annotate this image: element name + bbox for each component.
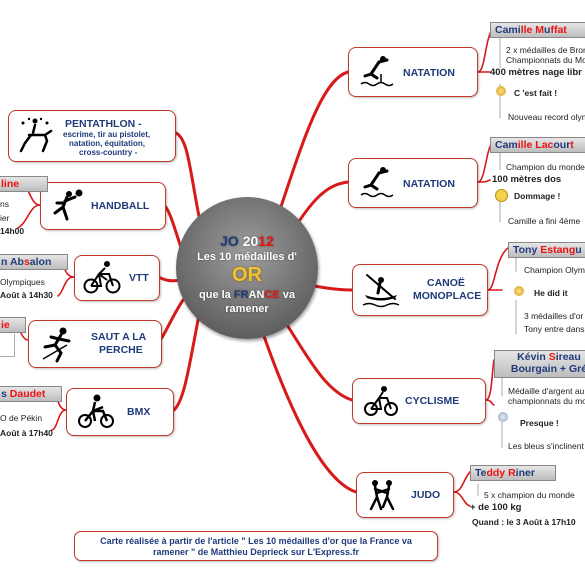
cyclisme-detail-2: championnats du mo bbox=[508, 396, 585, 406]
athlete-name-tony-estanguet[interactable]: Tony Estangu bbox=[508, 242, 585, 258]
canoe-note: Tony entre dans bbox=[524, 324, 585, 334]
node-vtt-title: VTT bbox=[129, 272, 149, 284]
handball-time: 14h00 bbox=[0, 226, 25, 236]
node-saut-title-1: SAUT A LA bbox=[91, 331, 147, 343]
natation1-detail-1: 2 x médailles de Bron bbox=[506, 45, 585, 55]
judo-date: Quand : le 3 Août à 17h10 bbox=[472, 517, 576, 527]
node-natation-1[interactable]: NATATION bbox=[348, 47, 478, 97]
bmx-detail-1: O de Pékin bbox=[0, 413, 43, 423]
center-line1: JO 2012 bbox=[220, 233, 274, 249]
natation1-detail-2: Championnats du Mo bbox=[506, 55, 585, 65]
center-line2: Les 10 médailles d' bbox=[197, 251, 297, 263]
node-canoe-monoplace[interactable]: CANOË MONOPLACE bbox=[352, 264, 488, 316]
handball-detail-1: ns bbox=[0, 199, 9, 209]
node-judo[interactable]: JUDO bbox=[356, 472, 454, 518]
canoe-detail-2: 3 médailles d'or bbox=[524, 311, 584, 321]
judo-event: + de 100 kg bbox=[470, 502, 522, 513]
athlete-name-handball[interactable]: line bbox=[0, 176, 48, 192]
node-handball[interactable]: HANDBALL bbox=[40, 182, 166, 230]
equestrian-icon bbox=[19, 117, 53, 153]
node-bmx[interactable]: BMX bbox=[66, 388, 174, 436]
node-pentathlon-title: PENTATHLON - bbox=[65, 118, 142, 130]
vtt-detail-1: Olympiques bbox=[0, 277, 45, 287]
node-cyclisme[interactable]: CYCLISME bbox=[352, 378, 486, 424]
natation2-detail-1: Champion du monde bbox=[506, 162, 585, 172]
node-pentathlon-sub2: natation, équitation, bbox=[69, 139, 145, 148]
source-caption-line2: ramener " de Matthieu Deprieck sur L'Exp… bbox=[153, 547, 359, 557]
judoka-icon bbox=[369, 480, 395, 511]
neutral-face-icon bbox=[495, 189, 508, 202]
node-pentathlon-sub3: cross-country - bbox=[79, 148, 138, 157]
athlete-name-daudet[interactable]: s Daudet bbox=[0, 386, 62, 402]
node-cyclisme-title: CYCLISME bbox=[405, 395, 460, 407]
node-natation-2-title: NATATION bbox=[403, 178, 455, 190]
cyclisme-status: Presque ! bbox=[520, 418, 559, 428]
judo-detail-1: 5 x champion du monde bbox=[484, 490, 575, 500]
natation1-event: 400 mètres nage libr bbox=[490, 67, 582, 78]
gold-medal-icon bbox=[514, 286, 524, 296]
center-or: OR bbox=[232, 264, 262, 286]
swimmer-diving-icon bbox=[360, 56, 394, 87]
vtt-detail-2: Août à 14h30 bbox=[0, 290, 53, 300]
athlete-name-teddy-riner[interactable]: Teddy Riner bbox=[470, 465, 556, 481]
canoe-status: He did it bbox=[534, 288, 568, 298]
natation1-note: Nouveau record olym bbox=[508, 112, 585, 122]
natation2-status: Dommage ! bbox=[514, 191, 561, 201]
node-vtt[interactable]: VTT bbox=[74, 255, 160, 301]
node-bmx-title: BMX bbox=[127, 406, 151, 418]
center-line5: ramener bbox=[225, 303, 269, 315]
node-canoe-title-1: CANOË bbox=[427, 277, 465, 289]
cyclist-icon bbox=[364, 386, 398, 416]
natation1-status: C 'est fait ! bbox=[514, 88, 558, 98]
athlete-name-camille-lacourt[interactable]: Camille Lacourt bbox=[490, 137, 585, 153]
node-saut-title-2: PERCHE bbox=[99, 344, 143, 356]
athlete-name-camille-muffat[interactable]: Camille Muffat bbox=[490, 22, 585, 38]
silver-medal-icon bbox=[498, 412, 508, 422]
canoeist-icon bbox=[362, 274, 400, 308]
gold-medal-icon bbox=[496, 86, 506, 96]
pole-vaulter-icon bbox=[42, 327, 71, 363]
node-pentathlon[interactable]: PENTATHLON - escrime, tir au pistolet, n… bbox=[8, 110, 176, 162]
athlete-name-kevin-sireau[interactable]: Kévin Sireau Bourgain + Gré bbox=[494, 350, 585, 378]
mountain-biker-icon bbox=[83, 261, 121, 294]
node-natation-1-title: NATATION bbox=[403, 67, 455, 79]
source-caption-line1: Carte réalisée à partir de l'article " L… bbox=[100, 536, 412, 546]
center-line4: que la FRANCE va bbox=[199, 289, 295, 301]
node-judo-title: JUDO bbox=[411, 489, 441, 501]
athlete-name-absalon[interactable]: n Absalon bbox=[0, 254, 68, 270]
canoe-detail-1: Champion Olymp bbox=[524, 265, 585, 275]
node-canoe-title-2: MONOPLACE bbox=[413, 290, 482, 302]
cyclisme-note: Les bleus s'inclinent bbox=[508, 441, 584, 451]
natation2-event: 100 mètres dos bbox=[492, 174, 562, 185]
saut-detail-box bbox=[0, 334, 15, 357]
bmx-detail-2: Août à 17h40 bbox=[0, 428, 53, 438]
natation2-note: Camille a fini 4ème bbox=[508, 216, 581, 226]
handball-player-icon bbox=[53, 189, 83, 221]
handball-detail-2: ier bbox=[0, 213, 10, 223]
bmx-rider-icon bbox=[78, 394, 114, 428]
node-pentathlon-sub1: escrime, tir au pistolet, bbox=[63, 130, 151, 139]
node-handball-title: HANDBALL bbox=[91, 200, 150, 212]
node-natation-2[interactable]: NATATION bbox=[348, 158, 478, 208]
source-caption: Carte réalisée à partir de l'article " L… bbox=[74, 531, 438, 561]
athlete-name-saut[interactable]: ie bbox=[0, 317, 26, 333]
swimmer-diving-icon bbox=[360, 167, 394, 198]
central-topic[interactable]: JO 2012 Les 10 médailles d' OR que la FR… bbox=[176, 197, 318, 339]
node-saut-perche[interactable]: SAUT A LA PERCHE bbox=[28, 320, 162, 368]
cyclisme-detail-1: Médaille d'argent au bbox=[508, 386, 585, 396]
